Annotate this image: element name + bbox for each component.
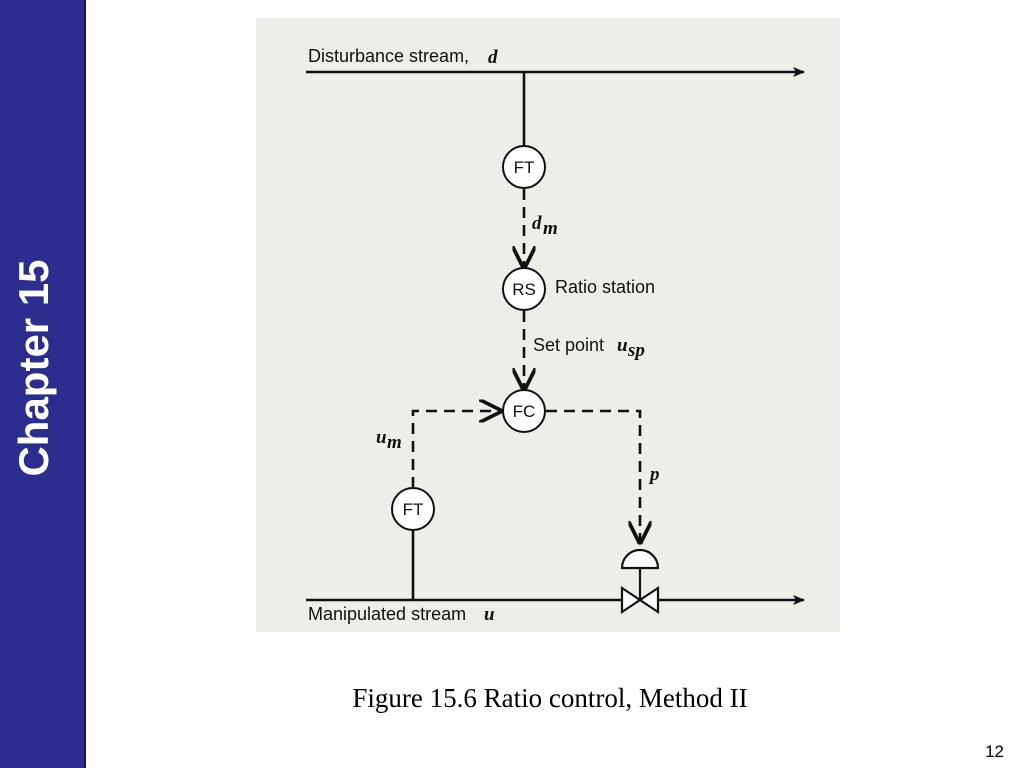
chapter-sidebar: Chapter 15 bbox=[0, 0, 86, 768]
figure-panel bbox=[256, 18, 840, 632]
flow-transmitter-top: FT bbox=[502, 145, 546, 189]
ft-top-label: FT bbox=[514, 158, 535, 177]
disturbance-symbol: d bbox=[488, 47, 498, 68]
set-point-subscript: sp bbox=[627, 340, 645, 361]
ratio-control-diagram: Disturbance stream, d FT d m RS Ratio st… bbox=[306, 46, 805, 625]
dm-subscript: m bbox=[543, 218, 558, 239]
p-signal-line bbox=[546, 409, 640, 542]
dm-symbol: d bbox=[532, 213, 542, 234]
manipulated-symbol: u bbox=[484, 604, 495, 625]
manipulated-stream-label: Manipulated stream bbox=[308, 604, 466, 624]
um-signal-line bbox=[411, 411, 500, 488]
disturbance-stream-label: Disturbance stream, bbox=[308, 46, 469, 66]
figure-caption: Figure 15.6 Ratio control, Method II bbox=[352, 683, 748, 713]
rs-label: RS bbox=[512, 280, 536, 299]
page-number: 12 bbox=[985, 742, 1004, 761]
p-symbol: p bbox=[648, 464, 660, 485]
um-symbol: u bbox=[376, 427, 387, 448]
valve-body-left-icon bbox=[620, 585, 642, 615]
flow-controller-node: FC bbox=[502, 389, 546, 433]
control-valve bbox=[620, 548, 660, 615]
valve-actuator-icon bbox=[620, 548, 660, 570]
disturbance-stream: Disturbance stream, d bbox=[306, 46, 805, 77]
valve-body-right-icon bbox=[638, 585, 660, 615]
fc-label: FC bbox=[513, 402, 536, 421]
ratio-station-label: Ratio station bbox=[555, 277, 655, 297]
um-subscript: m bbox=[387, 432, 402, 453]
manipulated-stream: Manipulated stream u bbox=[306, 595, 805, 625]
flow-transmitter-bottom: FT bbox=[391, 487, 435, 531]
chapter-label: Chapter 15 bbox=[10, 259, 57, 477]
set-point-symbol: u bbox=[617, 335, 628, 356]
set-point-label: Set point bbox=[533, 335, 604, 355]
ratio-station-node: RS bbox=[502, 267, 546, 311]
ft-bottom-label: FT bbox=[403, 500, 424, 519]
